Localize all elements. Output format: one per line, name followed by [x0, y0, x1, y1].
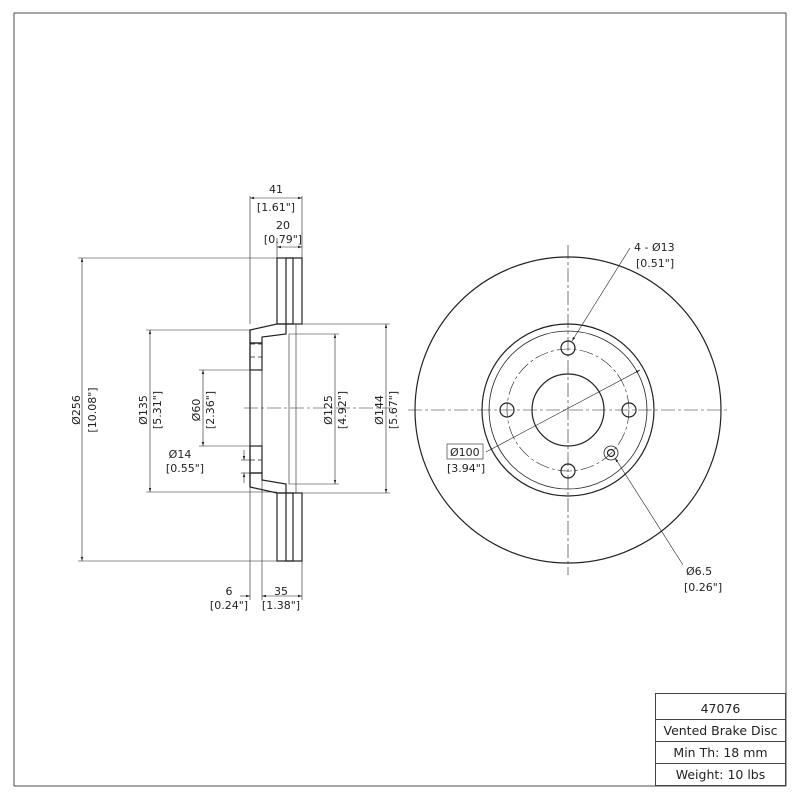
dim-41-mm: 41 [269, 183, 283, 196]
dim-20-mm: 20 [276, 219, 290, 232]
dim-144-mm: Ø144 [373, 395, 386, 425]
dim-144-in: [5.67"] [387, 391, 400, 429]
bolt-hole-bottom [560, 463, 576, 479]
side-section-view: 41 [1.61"] 20 [0.79"] Ø256 [10.08"] Ø135… [70, 183, 400, 612]
dim-14-in: [0.55"] [166, 462, 204, 475]
dim-125-in: [4.92"] [336, 391, 349, 429]
drawing-frame [13, 12, 787, 787]
label-bolt-holes-mm: 4 - Ø13 [634, 241, 675, 254]
dim-14-mm: Ø14 [169, 448, 192, 461]
dim-6-in: [0.24"] [210, 599, 248, 612]
bolt-hole-top [560, 340, 576, 356]
top-friction-ring-outer [276, 257, 303, 325]
dim-135-in: [5.31"] [151, 391, 164, 429]
dim-256-in: [10.08"] [86, 387, 99, 432]
dim-256-mm: Ø256 [70, 395, 83, 425]
title-block [655, 693, 786, 786]
dim-60-in: [2.36"] [204, 391, 217, 429]
label-locating-hole-in: [0.26"] [684, 581, 722, 594]
bolt-hole-right [621, 402, 637, 418]
dim-35-mm: 35 [274, 585, 288, 598]
bolt-circle-box [446, 443, 484, 460]
dim-35-in: [1.38"] [262, 599, 300, 612]
weight: Weight: 10 lbs [655, 763, 786, 785]
locating-hole-inner [606, 448, 616, 458]
label-bolt-circle-mm: Ø100 [450, 446, 480, 459]
label-locating-hole-mm: Ø6.5 [686, 565, 712, 578]
front-view: 4 - Ø13 [0.51"] Ø100 [3.94"] Ø6.5 [0.26"… [408, 241, 730, 594]
bottom-friction-ring-outer [276, 492, 303, 562]
leader-bolt-circle [485, 369, 641, 453]
dim-20-in: [0.79"] [264, 233, 302, 246]
label-bolt-circle-in: [3.94"] [447, 462, 485, 475]
bolt-hole-left [499, 402, 515, 418]
part-number: 47076 [700, 700, 741, 716]
bottom-vent-gap [285, 492, 294, 562]
dim-6-mm: 6 [226, 585, 233, 598]
top-vent-gap [285, 257, 294, 325]
dim-41-in: [1.61"] [257, 201, 295, 214]
locating-hole-outer [603, 445, 619, 461]
dim-60-mm: Ø60 [190, 399, 203, 422]
dim-135-mm: Ø135 [137, 395, 150, 425]
leader-locating-hole [614, 457, 684, 566]
hat-top-wall [249, 323, 287, 344]
label-bolt-holes-in: [0.51"] [636, 257, 674, 270]
hat-face-top [249, 342, 263, 371]
hat-face-bottom [249, 445, 263, 474]
leader-bolt-holes [571, 247, 631, 342]
hat-bottom-wall [249, 472, 287, 494]
dim-125-mm: Ø125 [322, 395, 335, 425]
part-description: Vented Brake Disc [655, 719, 786, 741]
min-thickness: Min Th: 18 mm [655, 741, 786, 763]
